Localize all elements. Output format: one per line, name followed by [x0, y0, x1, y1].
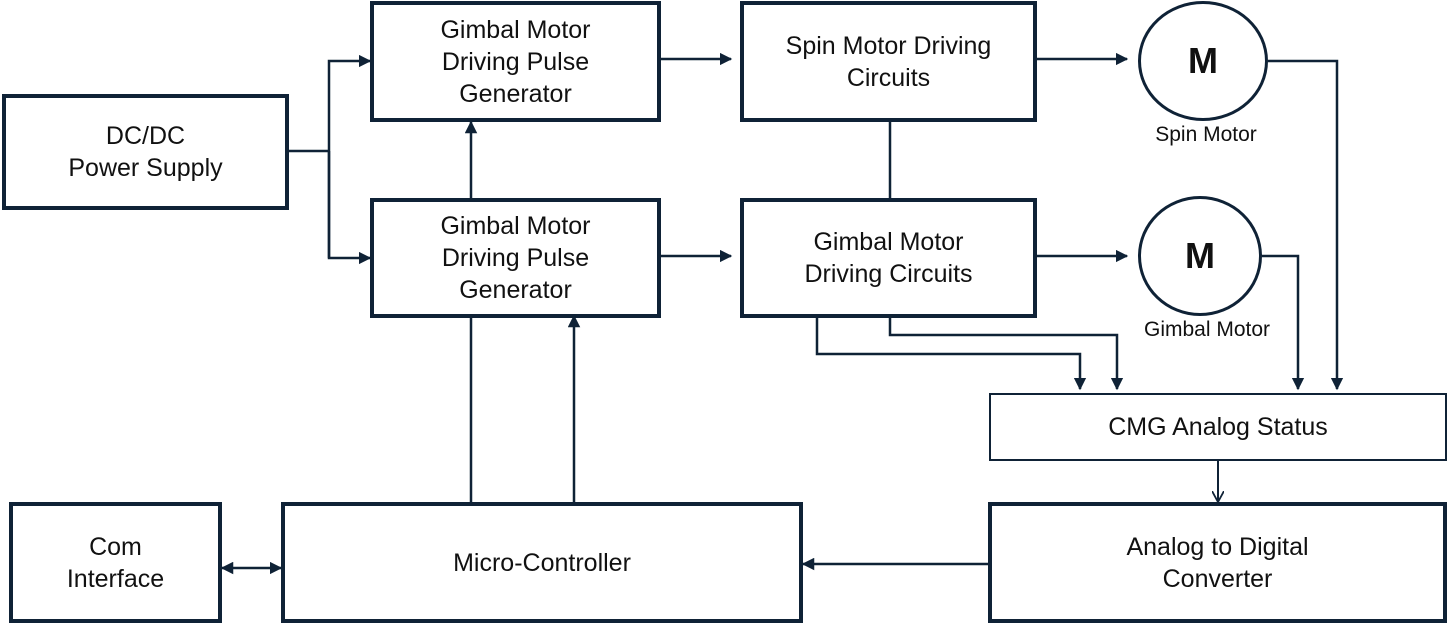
wire-spin-motor-to-status	[1268, 59, 1344, 391]
wire-power-to-pulse-bottom	[327, 151, 372, 265]
gimbal-motor-circle: M	[1138, 196, 1262, 316]
pulse-generator-bottom-label: Gimbal Motor Driving Pulse Generator	[440, 212, 591, 304]
spin-motor-letter: M	[1188, 40, 1218, 81]
cmg-analog-status-box: CMG Analog Status	[989, 393, 1447, 461]
wire-gimbal-driver-to-status-a	[815, 318, 1087, 391]
micro-controller-box: Micro-Controller	[281, 502, 803, 623]
power-supply-label: DC/DC Power Supply	[68, 122, 223, 182]
spin-motor-driver-box: Spin Motor Driving Circuits	[740, 1, 1037, 122]
adc-box: Analog to Digital Converter	[988, 502, 1447, 623]
wire-gimbal-driver-to-status-b	[888, 318, 1124, 391]
com-interface-label: Com Interface	[66, 532, 165, 593]
power-supply-box: DC/DC Power Supply	[2, 94, 289, 210]
pulse-generator-top-label: Gimbal Motor Driving Pulse Generator	[440, 15, 591, 108]
gimbal-motor-driver-label: Gimbal Motor Driving Circuits	[804, 228, 973, 288]
adc-label: Analog to Digital Converter	[1126, 532, 1309, 593]
pulse-generator-top-box: Gimbal Motor Driving Pulse Generator	[370, 1, 661, 122]
gimbal-motor-driver-box: Gimbal Motor Driving Circuits	[740, 198, 1037, 318]
spin-motor-circle: M	[1138, 1, 1268, 121]
cmg-analog-status-label: CMG Analog Status	[1108, 413, 1328, 441]
wire-gimbal-motor-to-status	[1262, 254, 1305, 391]
micro-controller-label: Micro-Controller	[453, 548, 631, 577]
com-interface-box: Com Interface	[9, 502, 222, 623]
pulse-generator-bottom-box: Gimbal Motor Driving Pulse Generator	[370, 198, 661, 318]
wire-power-to-pulse-top	[327, 54, 372, 258]
gimbal-motor-caption: Gimbal Motor	[1143, 318, 1271, 341]
spin-motor-driver-label: Spin Motor Driving Circuits	[785, 31, 992, 92]
gimbal-motor-letter: M	[1185, 235, 1215, 276]
spin-motor-caption: Spin Motor	[1155, 123, 1257, 146]
